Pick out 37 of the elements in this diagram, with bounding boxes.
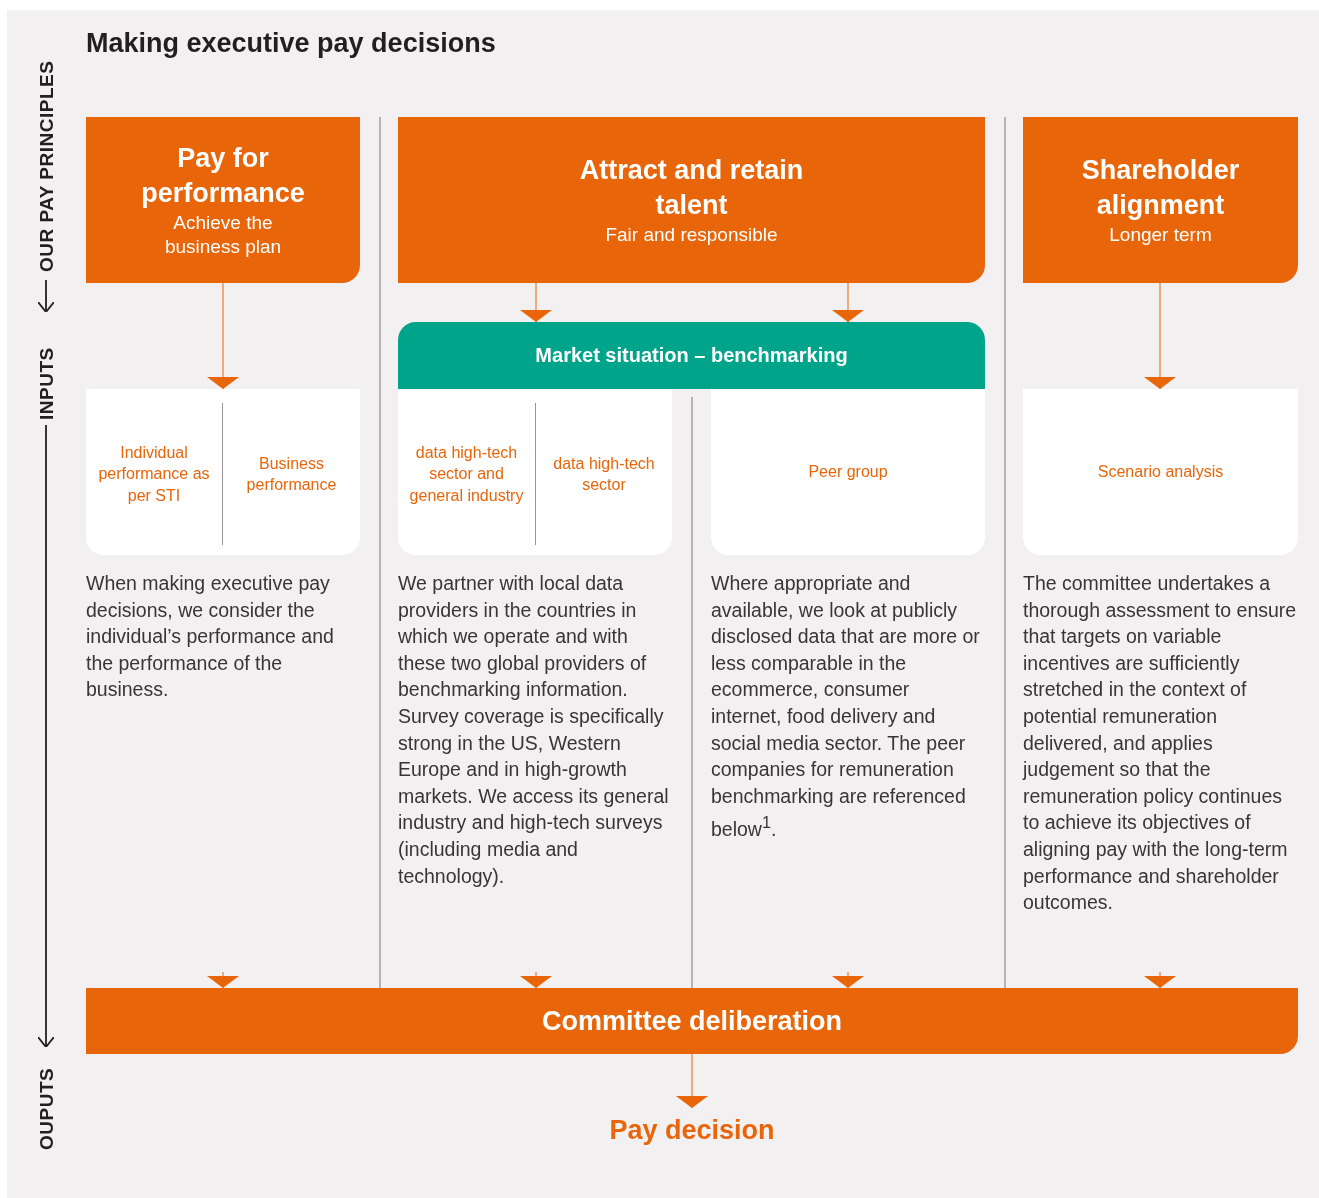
- arrow: [1144, 282, 1176, 390]
- diagram-title: Making executive pay decisions: [86, 28, 496, 59]
- box-heading: Attract and retain talent: [578, 154, 805, 222]
- input-card: [86, 389, 360, 555]
- body-paragraph: We partner with local data providers in the countries in which we operate and with these two global providers of benchmarking information. Survey coverage is specifically strong in the US, Western Europe and in high-growth markets. We access its general industry and high-tech surveys (including media and technology).: [398, 571, 670, 889]
- input-card: Peer group: [711, 389, 985, 555]
- principle-box: [86, 117, 360, 283]
- box-heading: Shareholder alignment: [1080, 154, 1241, 222]
- input-card: [398, 389, 672, 555]
- axis-label: INPUTS: [36, 346, 58, 420]
- arrow: [1144, 971, 1176, 989]
- input-label: Business performance: [223, 403, 360, 545]
- arrow: [832, 971, 864, 989]
- input-label: data high-tech sector and general industry: [398, 403, 536, 545]
- box-heading: Pay for performance: [140, 142, 306, 210]
- input-label: Individual performance as per STI: [86, 403, 223, 545]
- body-paragraph: The committee undertakes a thorough assessment to ensure that targets on variable incentives are sufficiently stretched in the context of potential remuneration delivered, and applies judgement so that the remuneration policy continues to achieve its objectives of aligning pay with the long-term performance and shareholder outcomes.: [1023, 571, 1298, 916]
- outcome-text: Pay decision: [392, 1108, 992, 1152]
- header-band: Market situation – benchmarking: [398, 322, 985, 389]
- arrow: [207, 282, 239, 390]
- arrow: [207, 971, 239, 989]
- arrow: [676, 1053, 708, 1109]
- arrow: [832, 282, 864, 323]
- body-paragraph: Where appropriate and available, we look at publicly disclosed data that are more or less comparable in the ecommerce, consumer internet, food delivery and social media sector. The peer companies for remuneration benchmarking are referenced below$^{1}$.: [711, 571, 981, 842]
- principle-box: [398, 117, 985, 283]
- axis-label: OUPUTS: [36, 1066, 58, 1150]
- principle-box: [1023, 117, 1298, 283]
- input-label: data high-tech sector: [536, 403, 672, 545]
- axis-label: OUR PAY PRINCIPLES: [36, 59, 58, 272]
- box-subtitle: Fair and responsible: [605, 223, 778, 247]
- box-subtitle: Longer term: [1109, 223, 1212, 247]
- input-card: Scenario analysis: [1023, 389, 1298, 555]
- arrow: [520, 282, 552, 323]
- box-subtitle: Achieve the business plan: [163, 211, 283, 259]
- process-bar: Committee deliberation: [86, 988, 1298, 1054]
- arrow: [520, 971, 552, 989]
- body-paragraph: When making executive pay decisions, we consider the individual’s performance and the performance of the business.: [86, 571, 335, 703]
